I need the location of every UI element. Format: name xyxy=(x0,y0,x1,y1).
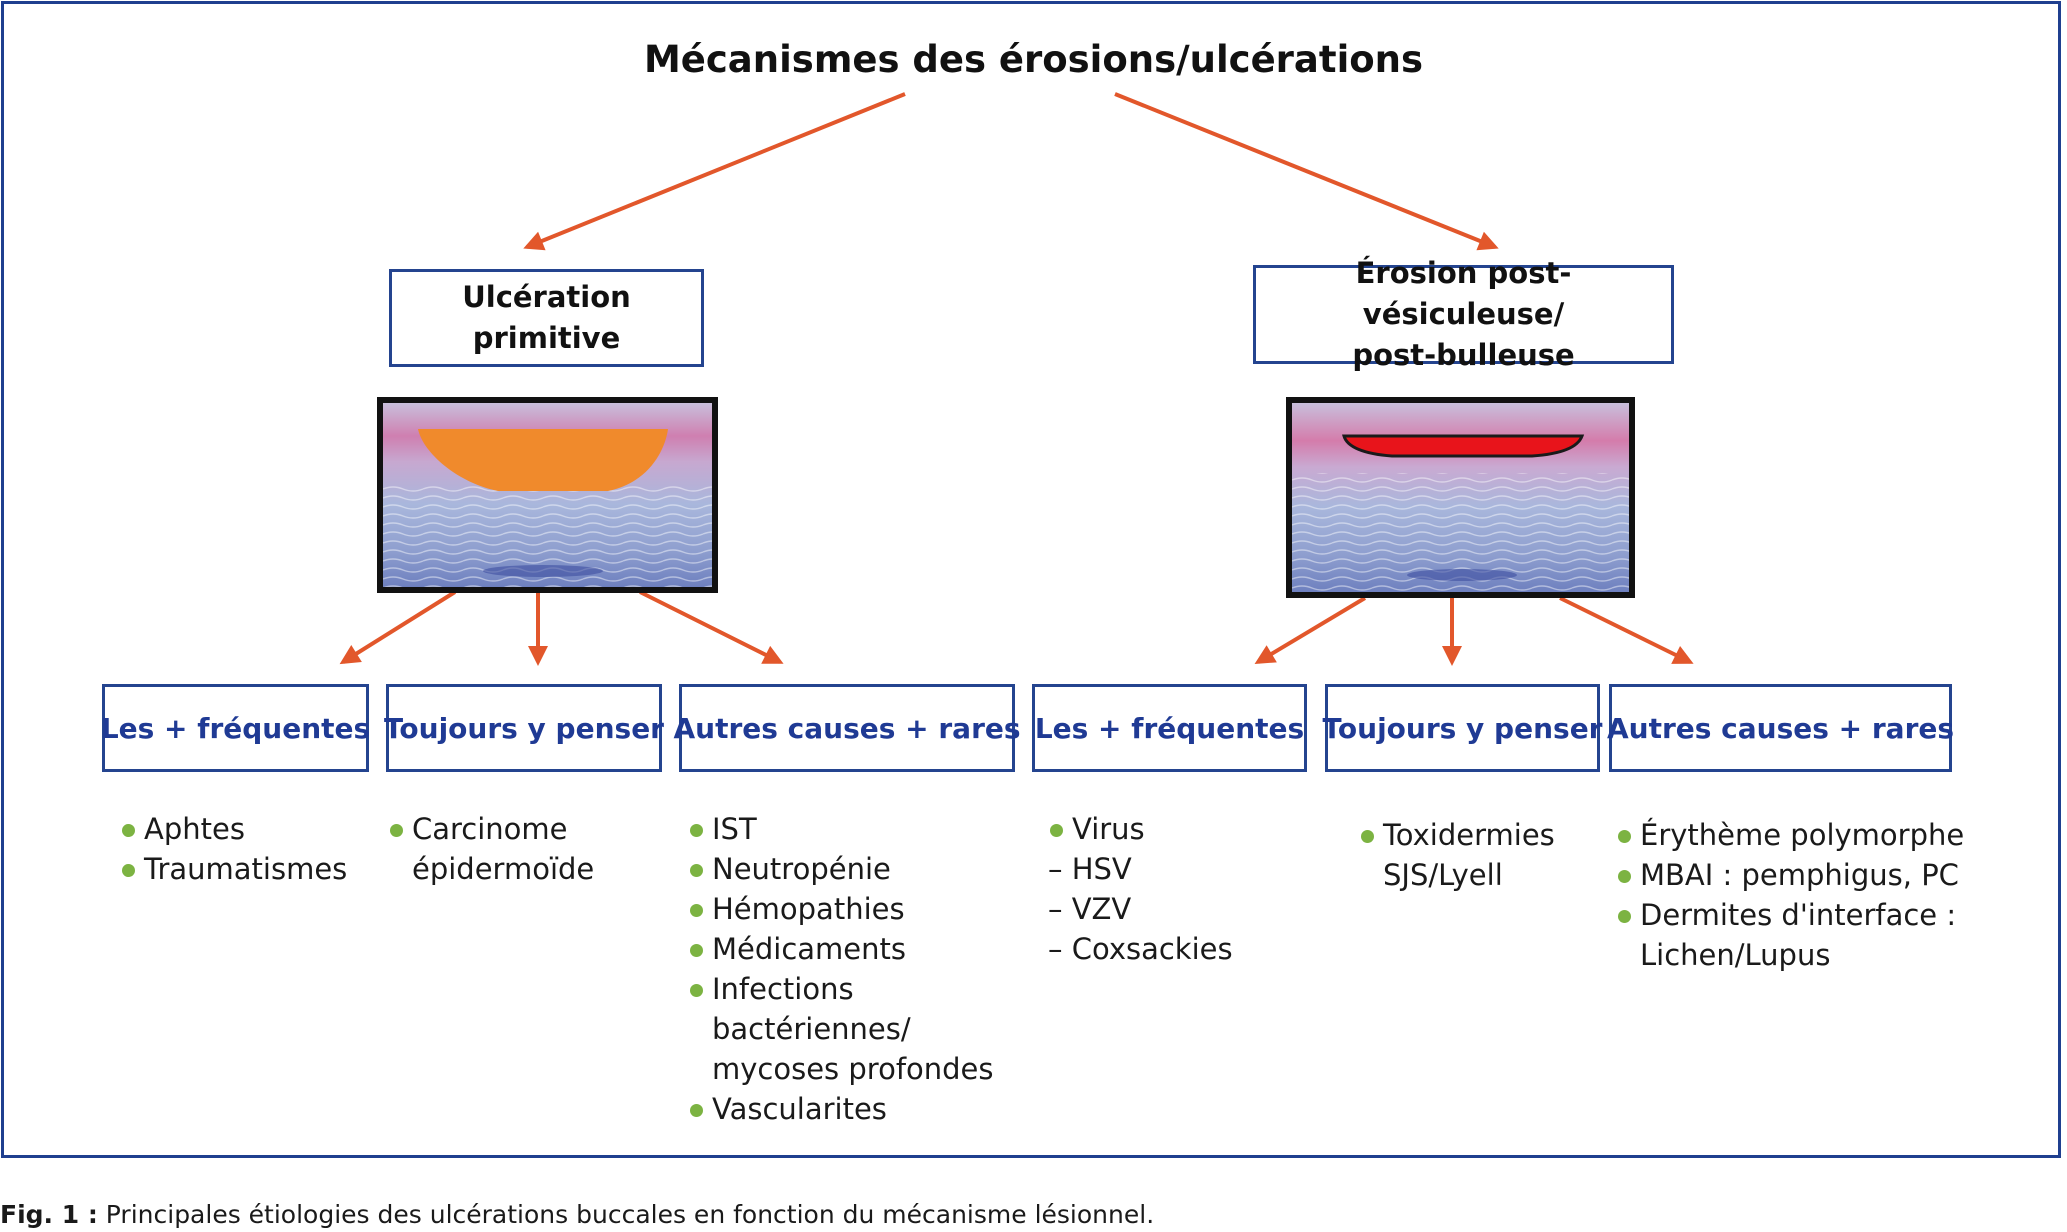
arrow-erosion-to-frequentes xyxy=(1254,596,1367,665)
list-item: bactériennes/ xyxy=(712,1012,911,1046)
list-item: SJS/Lyell xyxy=(1383,858,1503,892)
figure-caption: Fig. 1 : Principales étiologies des ulcé… xyxy=(0,1200,1154,1229)
category-box-ulceration-rares: Autres causes + rares xyxy=(673,684,1021,772)
mechanism-label-ulceration: Ulcération primitive xyxy=(462,280,631,355)
caption-text: Principales étiologies des ulcérations b… xyxy=(105,1200,1155,1229)
list-erosion-rares: Érythème polymorphe MBAI : pemphigus, PC… xyxy=(1616,815,1976,975)
arrow-ulceration-to-rares xyxy=(639,590,784,664)
list-item: Traumatismes xyxy=(120,849,380,889)
category-label: Les + fréquentes xyxy=(100,711,371,745)
arrow-ulceration-to-frequentes xyxy=(339,590,457,665)
list-item: épidermoïde xyxy=(412,852,595,886)
list-item: MBAI : pemphigus, PC xyxy=(1616,855,1976,895)
list-item: mycoses profondes xyxy=(712,1052,994,1086)
category-box-erosion-penser: Toujours y penser xyxy=(1322,684,1603,772)
list-ulceration-rares: IST Neutropénie Hémopathies Médicaments … xyxy=(688,809,1008,1129)
list-item: Carcinome xyxy=(388,809,658,849)
caption-label: Fig. 1 : xyxy=(0,1200,98,1229)
list-item: Virus xyxy=(1048,809,1308,849)
list-item: Lichen/Lupus xyxy=(1640,938,1831,972)
list-erosion-penser: Toxidermies SJS/Lyell xyxy=(1359,815,1599,895)
histology-erosion-icon xyxy=(1286,397,1635,598)
category-label: Autres causes + rares xyxy=(673,711,1021,745)
list-ulceration-frequentes: Aphtes Traumatismes xyxy=(120,809,380,889)
mechanism-box-erosion: Érosion post-vésiculeuse/ post-bulleuse xyxy=(1253,256,1674,372)
arrow-title-to-erosion xyxy=(1114,92,1499,251)
mechanism-label-erosion: Érosion post-vésiculeuse/ post-bulleuse xyxy=(1256,253,1671,376)
list-item: Médicaments xyxy=(688,929,1008,969)
list-item: Infections xyxy=(688,969,1008,1009)
category-label: Toujours y penser xyxy=(384,711,664,745)
arrow-erosion-to-rares xyxy=(1559,596,1694,664)
category-label: Les + fréquentes xyxy=(1034,711,1305,745)
list-item: Érythème polymorphe xyxy=(1616,815,1976,855)
category-box-ulceration-penser: Toujours y penser xyxy=(384,684,664,772)
category-label: Toujours y penser xyxy=(1322,711,1603,745)
mechanism-box-ulceration: Ulcération primitive xyxy=(389,269,704,367)
mechanism-label-erosion-line1: Érosion post-vésiculeuse/ xyxy=(1355,256,1572,331)
category-box-ulceration-frequentes: Les + fréquentes xyxy=(100,684,371,772)
arrow-title-to-ulceration xyxy=(523,92,906,251)
list-item: – VZV xyxy=(1048,892,1132,926)
list-item: Toxidermies xyxy=(1359,815,1599,855)
list-ulceration-penser: Carcinome épidermoïde xyxy=(388,809,658,889)
figure-frame xyxy=(1,1,2061,1158)
list-erosion-frequentes: Virus – HSV – VZV – Coxsackies xyxy=(1048,809,1308,969)
list-item: – HSV xyxy=(1048,852,1132,886)
list-item: Dermites d'interface : xyxy=(1616,895,1976,935)
category-box-erosion-frequentes: Les + fréquentes xyxy=(1032,684,1307,772)
histology-ulceration-icon xyxy=(377,397,718,593)
list-item: Hémopathies xyxy=(688,889,1008,929)
list-item: Neutropénie xyxy=(688,849,1008,889)
category-box-erosion-rares: Autres causes + rares xyxy=(1606,684,1955,772)
diagram-title: Mécanismes des érosions/ulcérations xyxy=(643,38,1424,81)
list-item: – Coxsackies xyxy=(1048,932,1233,966)
list-item: Aphtes xyxy=(120,809,380,849)
list-item: Vascularites xyxy=(688,1089,1008,1129)
list-item: IST xyxy=(688,809,1008,849)
category-label: Autres causes + rares xyxy=(1606,711,1955,745)
mechanism-label-erosion-line2: post-bulleuse xyxy=(1352,338,1575,372)
